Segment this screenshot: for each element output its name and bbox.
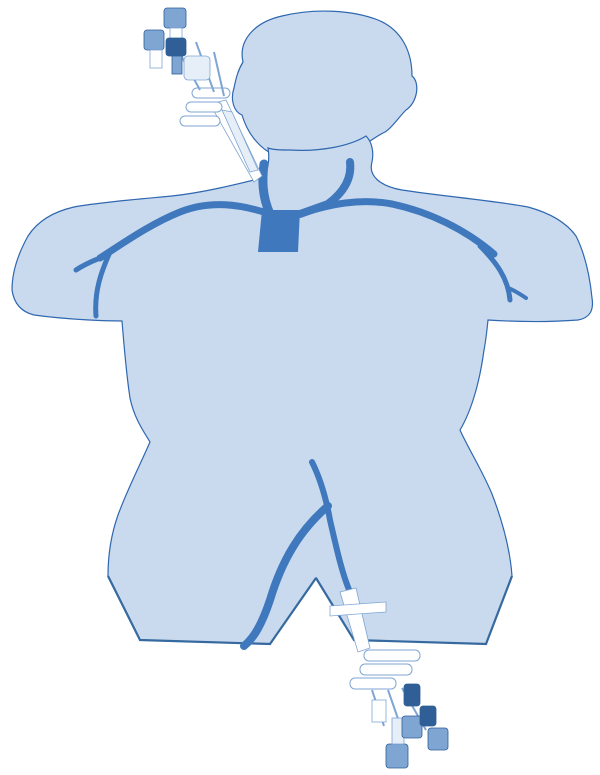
jugular-hub: [144, 30, 164, 68]
clamp: [186, 102, 222, 112]
hub-cap: [166, 38, 186, 56]
head: [232, 11, 416, 161]
clamp: [364, 650, 420, 661]
jugular-hub: [166, 38, 186, 74]
hub-body: [172, 56, 182, 74]
hub-cap: [428, 728, 448, 750]
hub-connector: [184, 56, 210, 80]
hub-cap: [386, 744, 408, 768]
hub-cap: [404, 684, 420, 706]
clamp: [360, 664, 412, 675]
hub-body: [150, 50, 162, 68]
hub-cap: [402, 716, 422, 738]
body-silhouette: [12, 11, 592, 644]
hub-body: [372, 700, 386, 722]
clamp: [350, 678, 396, 689]
femoral-clamps: [350, 650, 420, 689]
hub-cap: [420, 706, 436, 726]
femoral-hub: [402, 684, 422, 738]
clamp: [180, 116, 220, 126]
hub-cap: [164, 8, 186, 28]
hub-cap: [144, 30, 164, 50]
superior-vena-cava: [258, 210, 300, 252]
